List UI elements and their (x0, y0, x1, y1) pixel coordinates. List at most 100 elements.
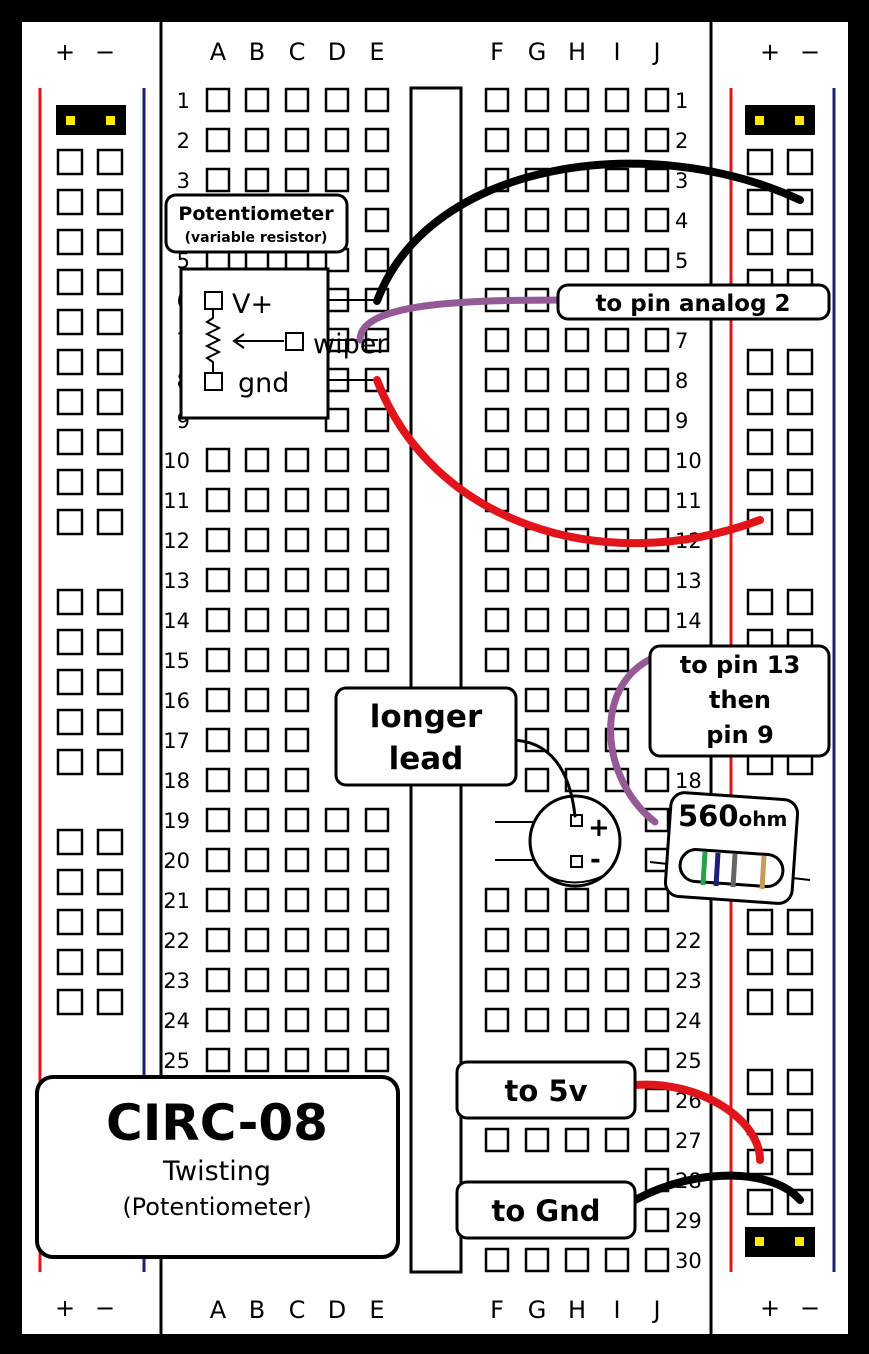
row-label-left: 24 (163, 1009, 190, 1033)
hole (604, 927, 630, 953)
column-label: D (328, 38, 346, 66)
hole (324, 447, 350, 473)
circuit-subtitle: Twisting (162, 1156, 271, 1187)
hole (644, 407, 670, 433)
black-wire-vplus (373, 159, 804, 305)
column-label: G (528, 1296, 547, 1324)
hole (524, 407, 550, 433)
rail-hole (786, 348, 814, 376)
hole (205, 527, 231, 553)
rail-hole (746, 188, 774, 216)
hole (604, 487, 630, 513)
rail-hole (56, 748, 84, 776)
hole (524, 207, 550, 233)
hole (644, 1247, 670, 1273)
hole (284, 687, 310, 713)
rail-hole (56, 268, 84, 296)
left-top-plus: + (55, 38, 75, 66)
hole (484, 567, 510, 593)
circuit-title: CIRC-08 (106, 1094, 328, 1152)
hole (244, 1047, 270, 1073)
row-label-right: 30 (675, 1249, 702, 1273)
hole (205, 607, 231, 633)
hole (644, 1047, 670, 1073)
potentiometer-component: V+ wiper gnd (179, 267, 388, 420)
hole (205, 807, 231, 833)
row-label-right: 23 (675, 969, 702, 993)
rail-hole (746, 588, 774, 616)
hole (364, 967, 390, 993)
hole (484, 1007, 510, 1033)
rail-hole (56, 868, 84, 896)
rail-hole (56, 668, 84, 696)
left-top-minus: − (95, 38, 115, 66)
rail-hole (746, 908, 774, 936)
rail-hole (56, 308, 84, 336)
hole (524, 887, 550, 913)
row-labels: 1122334556778899101011111212131314141516… (163, 89, 701, 1273)
rail-hole (56, 588, 84, 616)
hole (524, 607, 550, 633)
hole (324, 487, 350, 513)
hole (524, 567, 550, 593)
row-label-left: 18 (163, 769, 190, 793)
hole (284, 727, 310, 753)
hole (564, 647, 590, 673)
row-label-right: 13 (675, 569, 702, 593)
hole (484, 407, 510, 433)
hole (284, 807, 310, 833)
led-plus-sign: + (588, 813, 610, 843)
row-label-right: 4 (675, 209, 688, 233)
hole (244, 527, 270, 553)
hole (364, 607, 390, 633)
hole (364, 167, 390, 193)
hole (644, 927, 670, 953)
rail-hole (56, 148, 84, 176)
rail-hole (56, 988, 84, 1016)
hole (284, 1047, 310, 1073)
hole (324, 527, 350, 553)
hole (484, 247, 510, 273)
potentiometer-title: Potentiometer (178, 203, 334, 225)
rail-hole (786, 588, 814, 616)
hole (244, 127, 270, 153)
rail-hole (786, 148, 814, 176)
red-wire-5v (631, 1080, 764, 1164)
hole (524, 367, 550, 393)
hole (205, 647, 231, 673)
column-label: E (369, 38, 384, 66)
hole (205, 767, 231, 793)
hole (484, 1127, 510, 1153)
hole (644, 1207, 670, 1233)
rail-hole (96, 708, 124, 736)
hole (564, 687, 590, 713)
row-label-right: 8 (675, 369, 688, 393)
pot-pin-wiper-label: wiper (313, 329, 388, 360)
hole (564, 887, 590, 913)
hole (324, 887, 350, 913)
rail-hole (746, 228, 774, 256)
hole (564, 967, 590, 993)
hole (604, 447, 630, 473)
hole (644, 367, 670, 393)
analog-pin-callout: to pin analog 2 (556, 283, 831, 321)
hole (244, 567, 270, 593)
column-label: C (289, 1296, 306, 1324)
hole (284, 767, 310, 793)
hole (564, 407, 590, 433)
rail-sign-labels: + − + − + − + − (55, 38, 820, 1322)
to-5v-label: to 5v (505, 1074, 588, 1108)
hole (284, 647, 310, 673)
hole (604, 127, 630, 153)
rail-hole (96, 228, 124, 256)
column-label: J (651, 38, 660, 66)
rail-hole (56, 348, 84, 376)
hole (284, 927, 310, 953)
hole (284, 967, 310, 993)
column-label: I (613, 38, 620, 66)
hole (284, 567, 310, 593)
hole (205, 447, 231, 473)
rail-hole (56, 628, 84, 656)
hole (604, 87, 630, 113)
hole (364, 807, 390, 833)
